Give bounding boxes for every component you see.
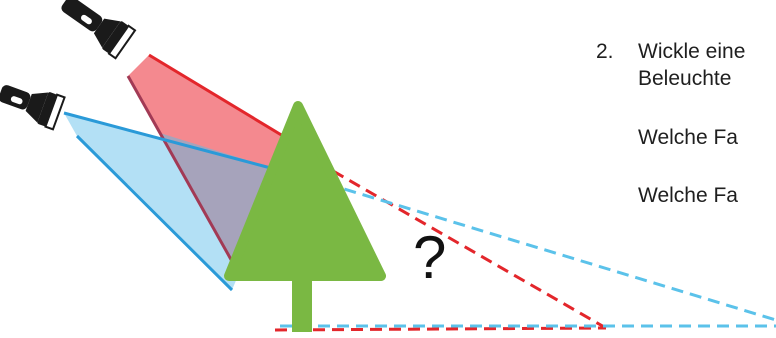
tree-icon: [224, 101, 386, 332]
blue-flashlight-icon: [0, 85, 66, 131]
question-mark: ?: [413, 224, 446, 291]
question-2: Welche Fa: [638, 184, 738, 207]
task-number: 2.: [596, 40, 614, 63]
task-instruction-line-2: Beleuchte: [638, 67, 732, 90]
red-beam-edge-top: [148, 53, 289, 141]
blue-beam-edge-top: [63, 111, 283, 173]
blue-beam-edge-bottom: [75, 134, 234, 292]
task-instruction-line-1: Wickle eine: [638, 40, 746, 63]
red-beam-edge-bottom: [126, 75, 240, 273]
blue-shadow-outline: [280, 176, 776, 328]
red-flashlight-icon: [61, 0, 137, 60]
red-shadow-outline: [274, 150, 607, 332]
question-1: Welche Fa: [638, 126, 738, 149]
